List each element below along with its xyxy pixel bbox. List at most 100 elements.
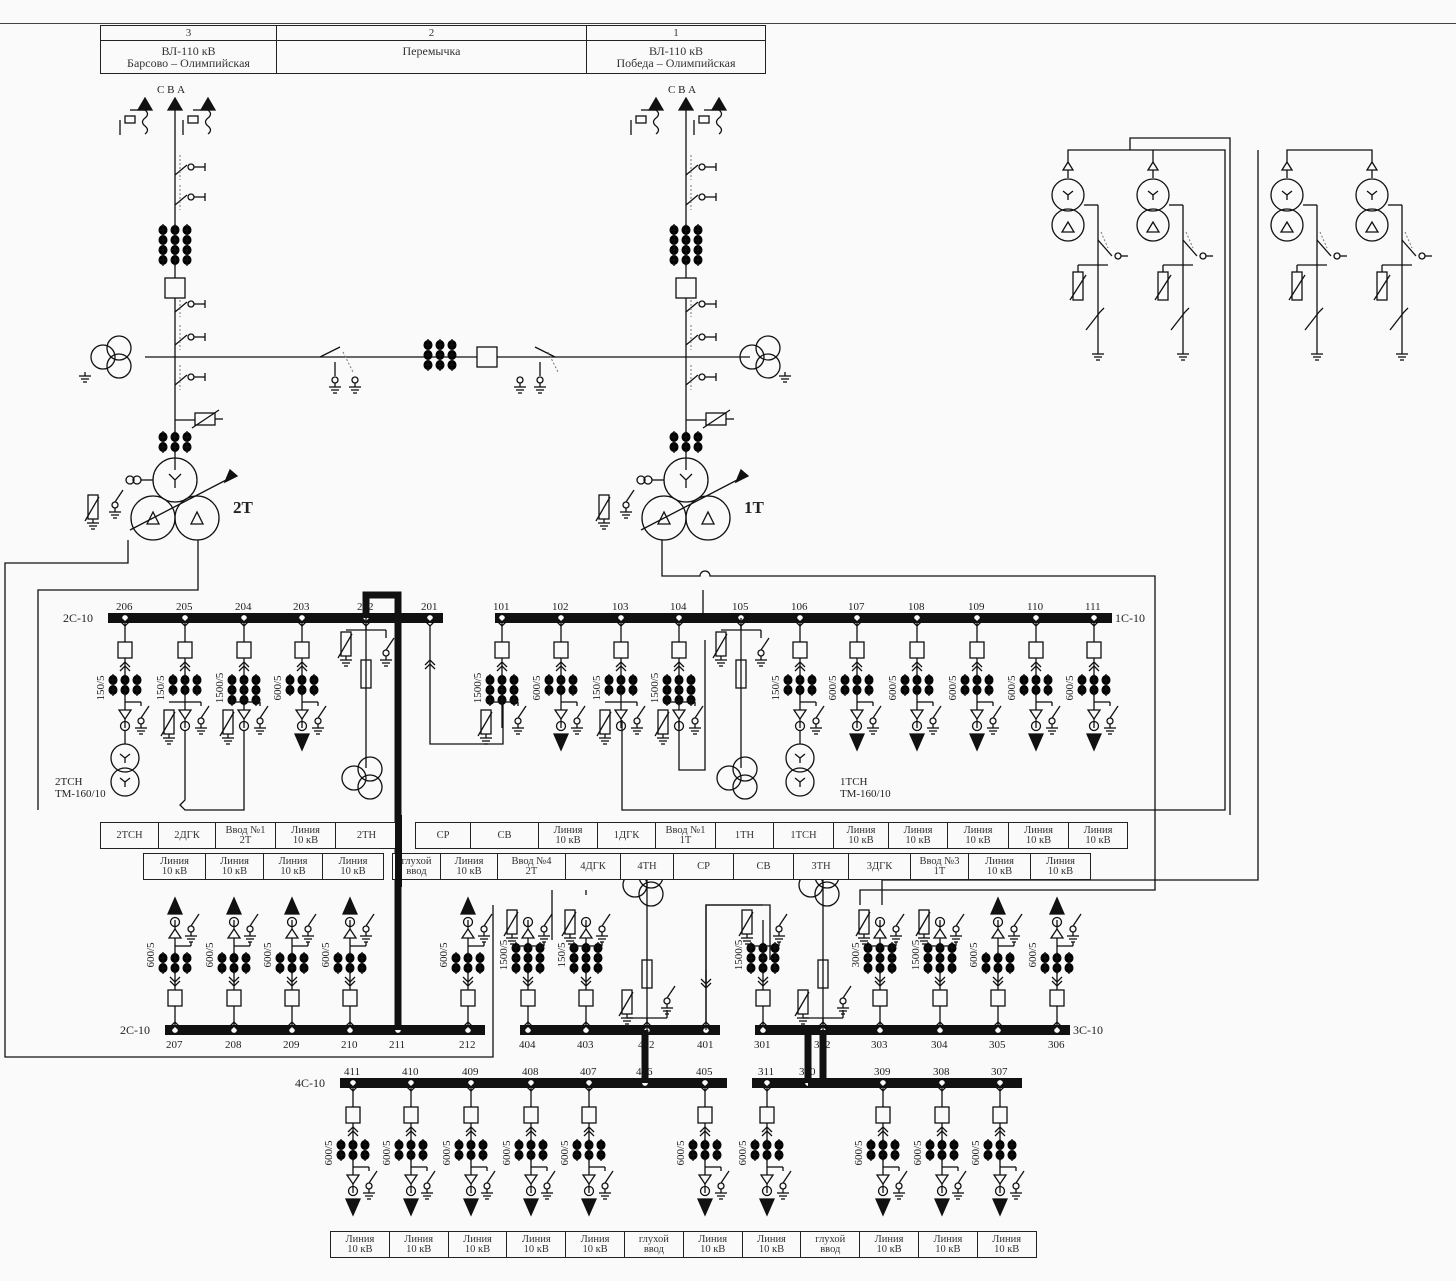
switch-contact — [516, 376, 524, 384]
surge-arrester-icon — [855, 909, 871, 945]
withdrawable-contact-icon — [757, 976, 769, 987]
ground-icon — [329, 383, 341, 394]
line-entry-arrow-icon — [136, 96, 154, 111]
header-cell-number: 3 — [101, 26, 276, 41]
cable-termination-icon — [909, 709, 925, 721]
ct-ratio-label: 600/5 — [827, 675, 839, 701]
ct-ratio-label: 1500/5 — [910, 939, 922, 970]
cable-termination-icon — [520, 927, 536, 939]
switch-contact — [952, 925, 960, 933]
wire — [259, 705, 269, 719]
cable-termination-icon — [792, 709, 808, 721]
winding — [357, 756, 383, 782]
withdrawable-contact-icon — [347, 1126, 359, 1137]
fuse-switch-icon — [1389, 307, 1409, 331]
ground-icon — [534, 383, 546, 394]
delta-icon — [700, 510, 716, 525]
cable-termination-icon — [581, 1174, 597, 1186]
cable-termination-icon — [1086, 709, 1102, 721]
wire — [486, 1170, 496, 1184]
current-transformer-icon — [511, 942, 545, 974]
feeder-label-cell: Линия 10 кВ — [976, 1231, 1037, 1258]
wire — [625, 489, 635, 503]
ct-zero-seq-icon — [936, 1185, 948, 1197]
winding — [716, 765, 742, 791]
switch-contact — [869, 717, 877, 725]
voltage-transformer-icon — [739, 335, 781, 379]
cable-termination-icon — [167, 927, 183, 939]
feeder-label-cell: Ввод №3 1Т — [910, 853, 969, 880]
wire — [794, 991, 810, 1017]
ct-zero-seq-icon — [994, 1185, 1006, 1197]
wire — [551, 890, 587, 940]
ground-icon — [1067, 932, 1079, 943]
cable-termination-icon — [463, 1174, 479, 1186]
ground-icon — [755, 656, 767, 667]
grounding-switch-icon — [478, 913, 493, 943]
switch-contact — [954, 1182, 962, 1190]
ct-zero-seq-icon — [583, 1185, 595, 1197]
line-entry-arrow-icon — [677, 96, 695, 111]
feeder-number: 105 — [732, 601, 749, 613]
feeder-label-cell: Линия 10 кВ — [833, 822, 889, 849]
grounding-switch-icon — [927, 705, 942, 735]
cable-outlet-arrow-icon — [226, 896, 242, 915]
cable-termination-icon — [553, 709, 569, 721]
withdrawable-contact-icon — [555, 661, 567, 672]
ground-icon — [1046, 724, 1058, 735]
withdrawable-contact-icon — [936, 1126, 948, 1137]
ground-icon — [302, 932, 314, 943]
withdrawable-contact-icon — [1051, 976, 1063, 987]
feeder-number: 309 — [874, 1066, 891, 1078]
ct-ratio-label: 150/5 — [95, 675, 107, 701]
withdrawable-contact-icon — [794, 661, 806, 672]
feeder-number: 212 — [459, 1039, 476, 1051]
bus-section-s1_top: 1С-10 — [495, 611, 1145, 625]
feeder-label-cell: Линия 10 кВ — [918, 1231, 978, 1258]
feeder-number: 207 — [166, 1039, 183, 1051]
ct-zero-seq-icon — [699, 1185, 711, 1197]
withdrawable-contact-icon — [911, 661, 923, 672]
feeder-number: 208 — [225, 1039, 242, 1051]
ct-zero-seq-icon — [465, 1185, 477, 1197]
tsn-unit-1 — [1051, 155, 1128, 361]
ct-zero-seq-icon — [525, 1185, 537, 1197]
current-transformer-icon — [669, 224, 703, 266]
withdrawable-contact-icon — [934, 976, 946, 987]
withdrawable-contact-icon — [761, 1126, 773, 1137]
regulation-arrow-icon — [223, 468, 239, 484]
line-entry-arrow-icon — [647, 96, 665, 111]
feeder-number: 401 — [697, 1039, 714, 1051]
wire — [365, 913, 375, 927]
wire — [337, 633, 353, 659]
feeder-label-cell: 1ДГК — [597, 822, 656, 849]
surge-arrester-icon — [561, 909, 577, 945]
circuit-breaker — [581, 1106, 597, 1124]
wye-icon — [794, 777, 806, 787]
ct-zero-seq-icon — [286, 916, 298, 928]
withdrawable-contact-icon — [673, 661, 685, 672]
grounding-switch-icon — [1010, 1170, 1025, 1200]
wire — [1072, 913, 1082, 927]
wire — [174, 334, 188, 346]
switch-contact — [1199, 252, 1207, 260]
ct-ratio-label: 600/5 — [853, 1140, 865, 1166]
feeder-number: 405 — [696, 1066, 713, 1078]
wire — [604, 1170, 614, 1184]
feeder-number: 203 — [293, 601, 310, 613]
ct-ratio-label: 600/5 — [1064, 675, 1076, 701]
ground-icon — [1177, 350, 1189, 361]
bus-section-s4_upper — [520, 1025, 720, 1035]
current-transformer-icon — [1040, 952, 1074, 974]
ground-icon — [481, 1189, 493, 1200]
current-transformer-icon — [394, 1139, 428, 1161]
switch-contact — [698, 300, 706, 308]
wire — [678, 640, 706, 771]
hv-circuit-breaker — [164, 277, 186, 299]
feeder-402: 402 — [618, 863, 676, 1051]
feeder-label-cell: Линия 10 кВ — [1030, 853, 1091, 880]
ground-icon — [478, 932, 490, 943]
